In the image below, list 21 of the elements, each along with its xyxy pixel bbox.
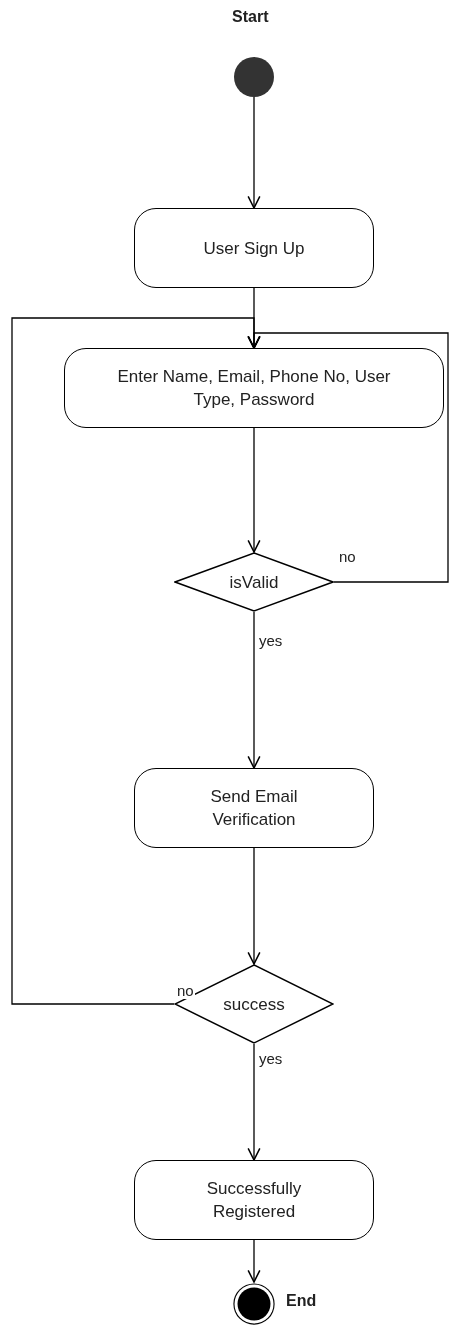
action-box [134,208,374,288]
node-text: Send Email Verification [209,786,299,831]
action-box [134,768,374,848]
node-text: Enter Name, Email, Phone No, User Type, Password [116,366,392,411]
arrow [247,1043,261,1161]
final-node [237,1287,271,1321]
node-text: success [223,993,285,1016]
arrow [247,847,261,965]
node-text: Successfully Registered [205,1178,303,1223]
action-box [64,348,444,428]
arrow [247,96,261,209]
node-text: isValid [229,571,279,594]
node-caption: Start [232,8,269,26]
arrow [247,427,261,553]
arrow [247,611,261,769]
arrow [11,317,261,1005]
arrow [247,1239,261,1283]
action-box [134,1160,374,1240]
initial-node [234,57,274,97]
node-text: User Sign Up [203,237,305,260]
node-caption: End [286,1292,317,1310]
